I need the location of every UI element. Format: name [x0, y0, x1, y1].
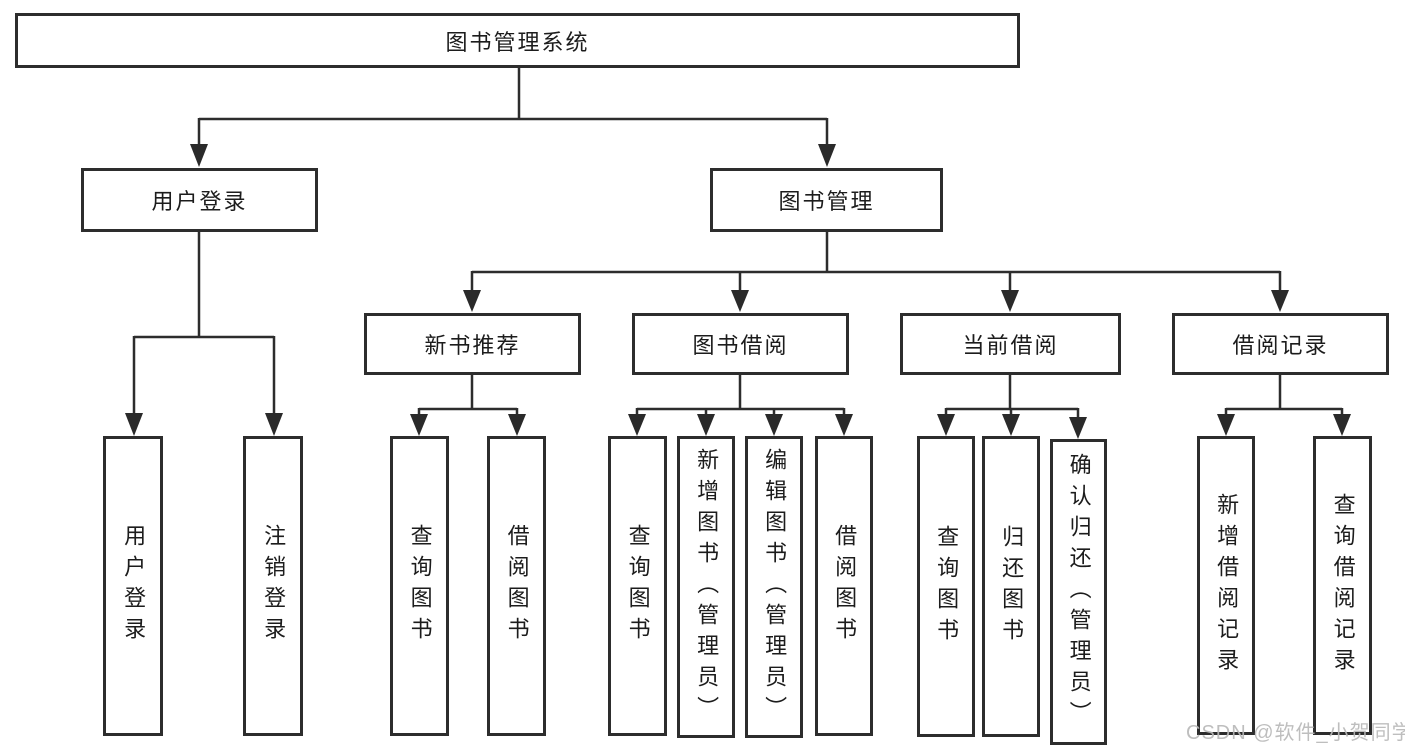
node-user-login-label: 用户登录: [121, 524, 147, 648]
node-logout-label: 注销登录: [261, 524, 287, 648]
node-borrow-books-borrowing-label: 借阅图书: [832, 524, 858, 648]
node-add-book-admin-label: 新增图书（管理员）: [694, 447, 720, 727]
node-add-borrow-record: 新增借阅记录: [1197, 436, 1255, 735]
node-user-login-group-label: 用户登录: [151, 189, 248, 214]
node-new-book-recommend-label: 新书推荐: [424, 333, 521, 358]
node-book-borrowing-label: 图书借阅: [692, 333, 789, 358]
node-query-books-current-label: 查询图书: [934, 524, 960, 649]
node-add-borrow-record-label: 新增借阅记录: [1214, 492, 1240, 679]
node-edit-book-admin: 编辑图书（管理员）: [745, 436, 803, 738]
node-query-books-recommend: 查询图书: [390, 436, 449, 736]
node-library-system: 图书管理系统: [15, 13, 1020, 68]
node-borrowing-records: 借阅记录: [1172, 313, 1389, 375]
node-query-books-current: 查询图书: [917, 436, 975, 737]
node-current-borrowing-label: 当前借阅: [962, 333, 1059, 358]
node-return-books-label: 归还图书: [999, 524, 1025, 649]
node-confirm-return-admin-label: 确认归还（管理员）: [1066, 452, 1092, 732]
csdn-watermark: CSDN @软件_小贺同学: [1186, 722, 1405, 744]
node-current-borrowing: 当前借阅: [900, 313, 1121, 375]
node-user-login: 用户登录: [103, 436, 163, 736]
node-confirm-return-admin: 确认归还（管理员）: [1050, 439, 1107, 745]
node-query-books-borrowing: 查询图书: [608, 436, 667, 736]
node-user-login-group: 用户登录: [81, 168, 318, 232]
node-query-borrow-record-label: 查询借阅记录: [1330, 492, 1356, 679]
node-book-management-label: 图书管理: [778, 189, 875, 214]
node-book-borrowing: 图书借阅: [632, 313, 849, 375]
node-book-management: 图书管理: [710, 168, 943, 232]
node-borrowing-records-label: 借阅记录: [1232, 333, 1329, 358]
node-new-book-recommend: 新书推荐: [364, 313, 581, 375]
node-borrow-books-borrowing: 借阅图书: [815, 436, 873, 736]
node-add-book-admin: 新增图书（管理员）: [677, 436, 735, 738]
connector-segments: [132, 68, 1344, 417]
node-borrow-books-recommend: 借阅图书: [487, 436, 546, 736]
node-library-system-label: 图书管理系统: [445, 29, 590, 55]
node-return-books: 归还图书: [982, 436, 1040, 737]
node-edit-book-admin-label: 编辑图书（管理员）: [762, 447, 788, 727]
node-query-borrow-record: 查询借阅记录: [1313, 436, 1372, 735]
node-query-books-recommend-label: 查询图书: [407, 524, 433, 648]
node-logout: 注销登录: [243, 436, 303, 736]
node-borrow-books-recommend-label: 借阅图书: [504, 524, 530, 648]
node-query-books-borrowing-label: 查询图书: [625, 524, 651, 648]
arrowheads: [125, 144, 1351, 439]
